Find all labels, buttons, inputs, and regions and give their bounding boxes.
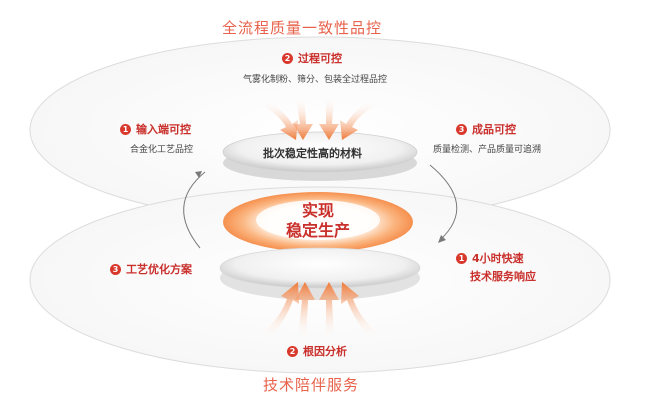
node-product-desc: 质量检测、产品质量可追溯	[433, 145, 542, 155]
node-optimize-label: 3 工艺优化方案	[110, 261, 192, 277]
up-arrow-2	[295, 282, 315, 340]
center-text-line1: 实现	[301, 201, 334, 220]
top-plate	[222, 131, 418, 173]
loop-left-arrowhead	[195, 171, 202, 178]
up-arrow-4	[341, 282, 378, 340]
node-root-number: 2	[287, 345, 298, 357]
bottom-plate	[219, 247, 421, 289]
up-arrow-1	[262, 282, 299, 340]
node-process-label: 2 过程可控	[282, 50, 342, 66]
node-product-label: 3 成品可控	[456, 121, 516, 137]
loop-left-arrow	[183, 171, 206, 249]
node-root-label: 2 根因分析	[287, 343, 347, 359]
node-process-number: 2	[282, 52, 293, 64]
node-input-number: 1	[120, 123, 131, 135]
node-response-number: 1	[456, 252, 467, 264]
up-arrows	[262, 282, 378, 340]
node-input-title: 输入端可控	[136, 123, 191, 136]
down-arrow-1	[264, 100, 298, 140]
node-optimize-title: 工艺优化方案	[126, 263, 192, 276]
loop-right-arrow	[429, 164, 458, 241]
node-input-label: 1 输入端可控	[120, 121, 191, 137]
down-arrows	[264, 96, 374, 140]
node-process-desc: 气雾化制粉、筛分、包装全过程品控	[243, 75, 388, 85]
up-arrow-3	[319, 282, 339, 340]
bottom-title: 技术陪伴服务	[263, 376, 360, 394]
node-input-desc: 合金化工艺品控	[130, 145, 194, 155]
top-plate-text: 批次稳定性高的材料	[263, 147, 362, 160]
node-root-title: 根因分析	[303, 345, 347, 358]
down-arrow-4	[340, 100, 374, 140]
down-arrow-2	[293, 96, 313, 140]
node-optimize-number: 3	[110, 263, 121, 275]
node-response-label: 1 4小时快速	[456, 250, 524, 266]
down-arrow-3	[319, 96, 339, 140]
node-response-title: 4小时快速	[472, 252, 524, 265]
center-text-line2: 稳定生产	[285, 221, 350, 240]
center-core	[256, 200, 380, 240]
loop-right-arrowhead	[438, 235, 446, 243]
node-response-label2: 技术服务响应	[470, 270, 536, 283]
node-process-title: 过程可控	[298, 52, 342, 65]
node-product-title: 成品可控	[472, 123, 516, 136]
top-title: 全流程质量一致性品控	[222, 19, 383, 37]
center-text: 实现 稳定生产	[270, 201, 366, 241]
node-product-number: 3	[456, 123, 467, 135]
